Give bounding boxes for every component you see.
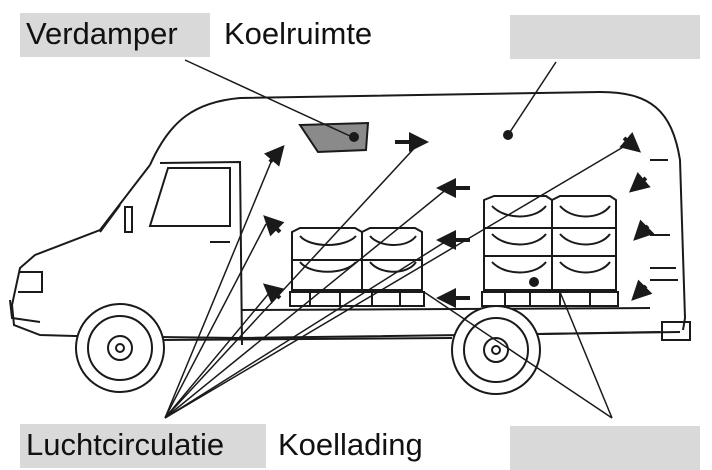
evaporator-unit <box>300 123 368 152</box>
leader-lines <box>165 60 630 418</box>
front-wheel <box>76 304 164 392</box>
cargo-right <box>482 196 618 306</box>
cargo-dot <box>529 277 539 287</box>
airflow-arrows <box>266 138 648 298</box>
